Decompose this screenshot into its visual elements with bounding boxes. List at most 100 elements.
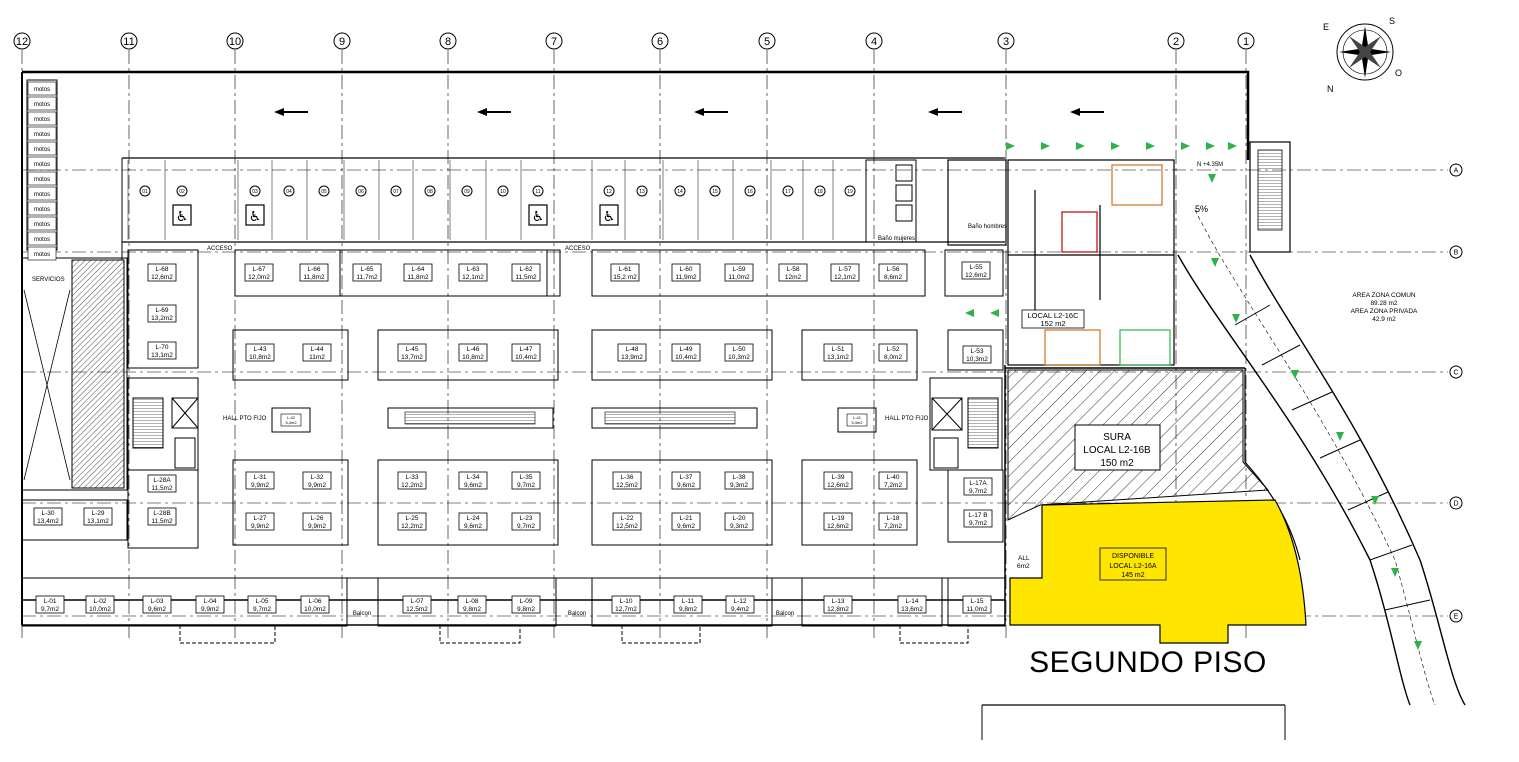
moto-slot bbox=[27, 171, 57, 186]
green-arrow-icon bbox=[1371, 496, 1379, 505]
retail-unit-id: L-10 bbox=[619, 598, 632, 605]
retail-unit-id: L-48 bbox=[625, 346, 638, 353]
retail-unit[interactable]: L-209,3m2 bbox=[724, 512, 754, 531]
retail-unit-id: L-44 bbox=[310, 346, 323, 353]
retail-unit-box bbox=[671, 512, 701, 531]
retail-unit[interactable]: L-049,9m2 bbox=[195, 595, 225, 614]
retail-unit[interactable]: L-059,7m2 bbox=[247, 595, 277, 614]
retail-unit-box bbox=[878, 263, 908, 282]
retail-unit[interactable]: L-17 B9,7m2 bbox=[963, 509, 993, 528]
grid-col-label: 5 bbox=[764, 36, 770, 48]
island-block bbox=[591, 459, 773, 546]
retail-unit[interactable]: L-119,8m2 bbox=[673, 595, 703, 614]
retail-unit[interactable]: L-528,0m2 bbox=[878, 343, 908, 362]
retail-unit-box bbox=[671, 471, 701, 490]
grid-col-label: 8 bbox=[445, 36, 451, 48]
retail-unit[interactable]: L-039,6m2 bbox=[142, 595, 172, 614]
retail-unit-box bbox=[35, 595, 65, 614]
retail-unit-id: L-26 bbox=[310, 515, 323, 522]
retail-unit-box bbox=[302, 512, 332, 531]
retail-unit[interactable]: L-389,3m2 bbox=[724, 471, 754, 490]
retail-unit[interactable]: L-089,8m2 bbox=[457, 595, 487, 614]
retail-unit[interactable]: L-407,2m2 bbox=[878, 471, 908, 490]
local-16c-area[interactable] bbox=[947, 159, 1175, 366]
island-block bbox=[377, 329, 559, 381]
retail-unit[interactable]: L-349,6m2 bbox=[458, 471, 488, 490]
retail-unit[interactable]: L-129,4m2 bbox=[725, 595, 755, 614]
retail-unit[interactable]: L-249,6m2 bbox=[458, 512, 488, 531]
retail-unit[interactable]: L-568,6m2 bbox=[878, 263, 908, 282]
retail-unit-box bbox=[458, 512, 488, 531]
retail-unit[interactable]: L-269,9m2 bbox=[302, 512, 332, 531]
retail-unit[interactable]: L-239,7m2 bbox=[511, 512, 541, 531]
retail-unit[interactable]: L-379,6m2 bbox=[671, 471, 701, 490]
retail-unit-box bbox=[878, 471, 908, 490]
grid-row-label: C bbox=[1453, 370, 1458, 377]
retail-unit[interactable]: L-219,6m2 bbox=[671, 512, 701, 531]
slope-label: 5% bbox=[1195, 204, 1208, 214]
retail-unit[interactable]: L-279,9m2 bbox=[245, 512, 275, 531]
retail-unit-area: 7,2m2 bbox=[884, 523, 902, 530]
kiosk[interactable]: L-415,4m2 bbox=[837, 407, 877, 433]
retail-unit[interactable]: L-329,9m2 bbox=[302, 471, 332, 490]
retail-unit[interactable]: L-099,8m2 bbox=[511, 595, 541, 614]
grid-row-marker bbox=[1449, 163, 1463, 177]
grid-col-label: 12 bbox=[16, 36, 28, 48]
retail-unit-box bbox=[725, 595, 755, 614]
kiosk[interactable]: L-425,4m2 bbox=[271, 407, 311, 433]
parking-number: 14 bbox=[677, 189, 683, 195]
retail-unit[interactable]: L-187,2m2 bbox=[878, 512, 908, 531]
green-arrow-icon bbox=[1208, 174, 1216, 183]
sura-name: SURA bbox=[1103, 432, 1131, 443]
retail-unit[interactable]: L-019,7m2 bbox=[35, 595, 65, 614]
retail-unit[interactable]: L-319,9m2 bbox=[245, 471, 275, 490]
retail-unit-box bbox=[85, 595, 115, 614]
disponible-yellow-area[interactable] bbox=[1009, 499, 1307, 644]
retail-unit[interactable]: L-359,7m2 bbox=[511, 471, 541, 490]
grid-col-marker bbox=[120, 32, 138, 50]
